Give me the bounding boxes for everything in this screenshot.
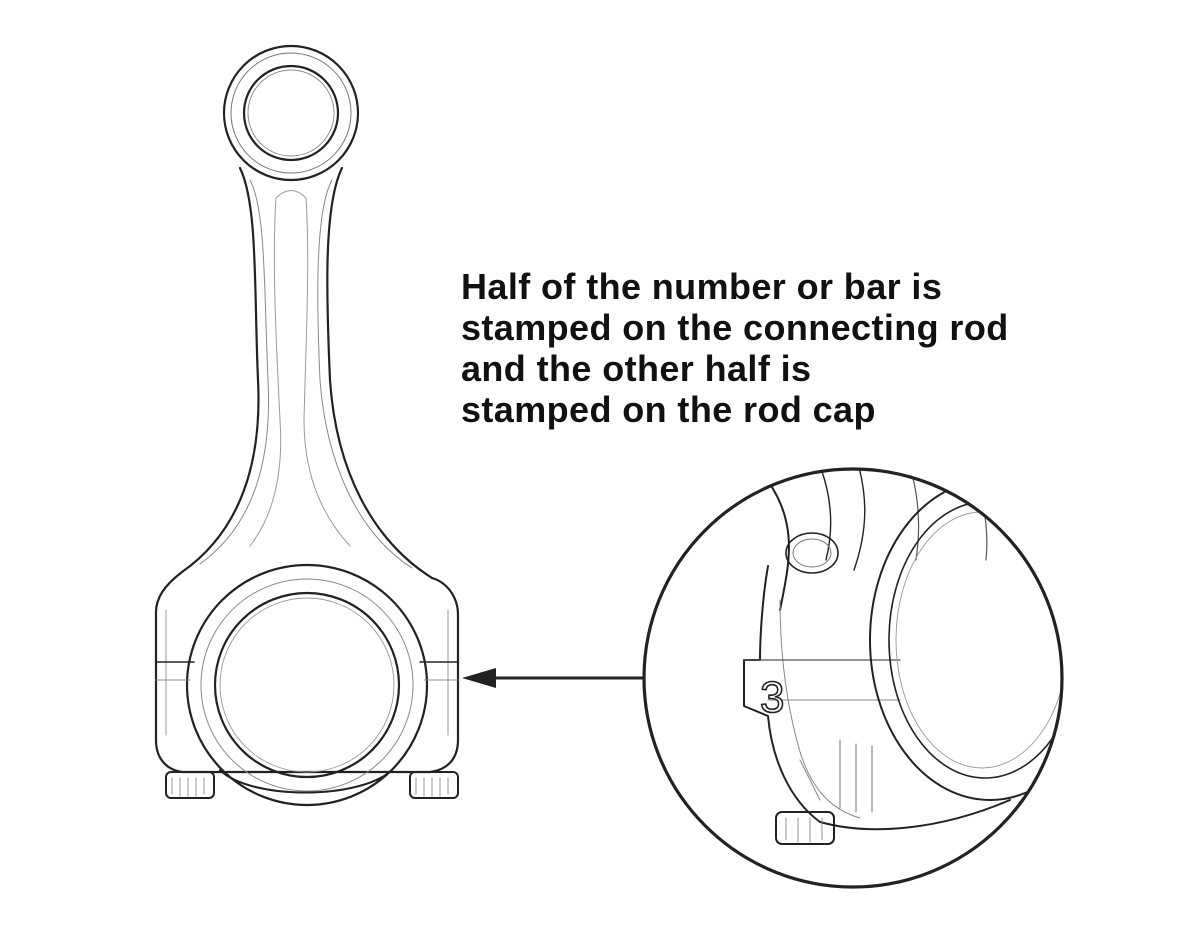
- pointer-arrow: [462, 668, 644, 688]
- callout-text: Half of the number or bar is stamped on …: [461, 266, 1161, 430]
- callout-line-3: and the other half is: [461, 348, 812, 389]
- big-end: [154, 563, 460, 807]
- right-bolt: [409, 771, 459, 799]
- callout-line-2: stamped on the connecting rod: [461, 307, 1009, 348]
- connecting-rod: [154, 44, 460, 807]
- callout-line-4: stamped on the rod cap: [461, 389, 876, 430]
- rod-shank: [180, 166, 434, 580]
- callout-line-1: Half of the number or bar is: [461, 266, 943, 307]
- left-bolt: [165, 771, 215, 799]
- stamp-number: 3: [760, 673, 784, 722]
- detail-magnifier: 3: [642, 467, 1064, 889]
- small-end: [222, 44, 360, 182]
